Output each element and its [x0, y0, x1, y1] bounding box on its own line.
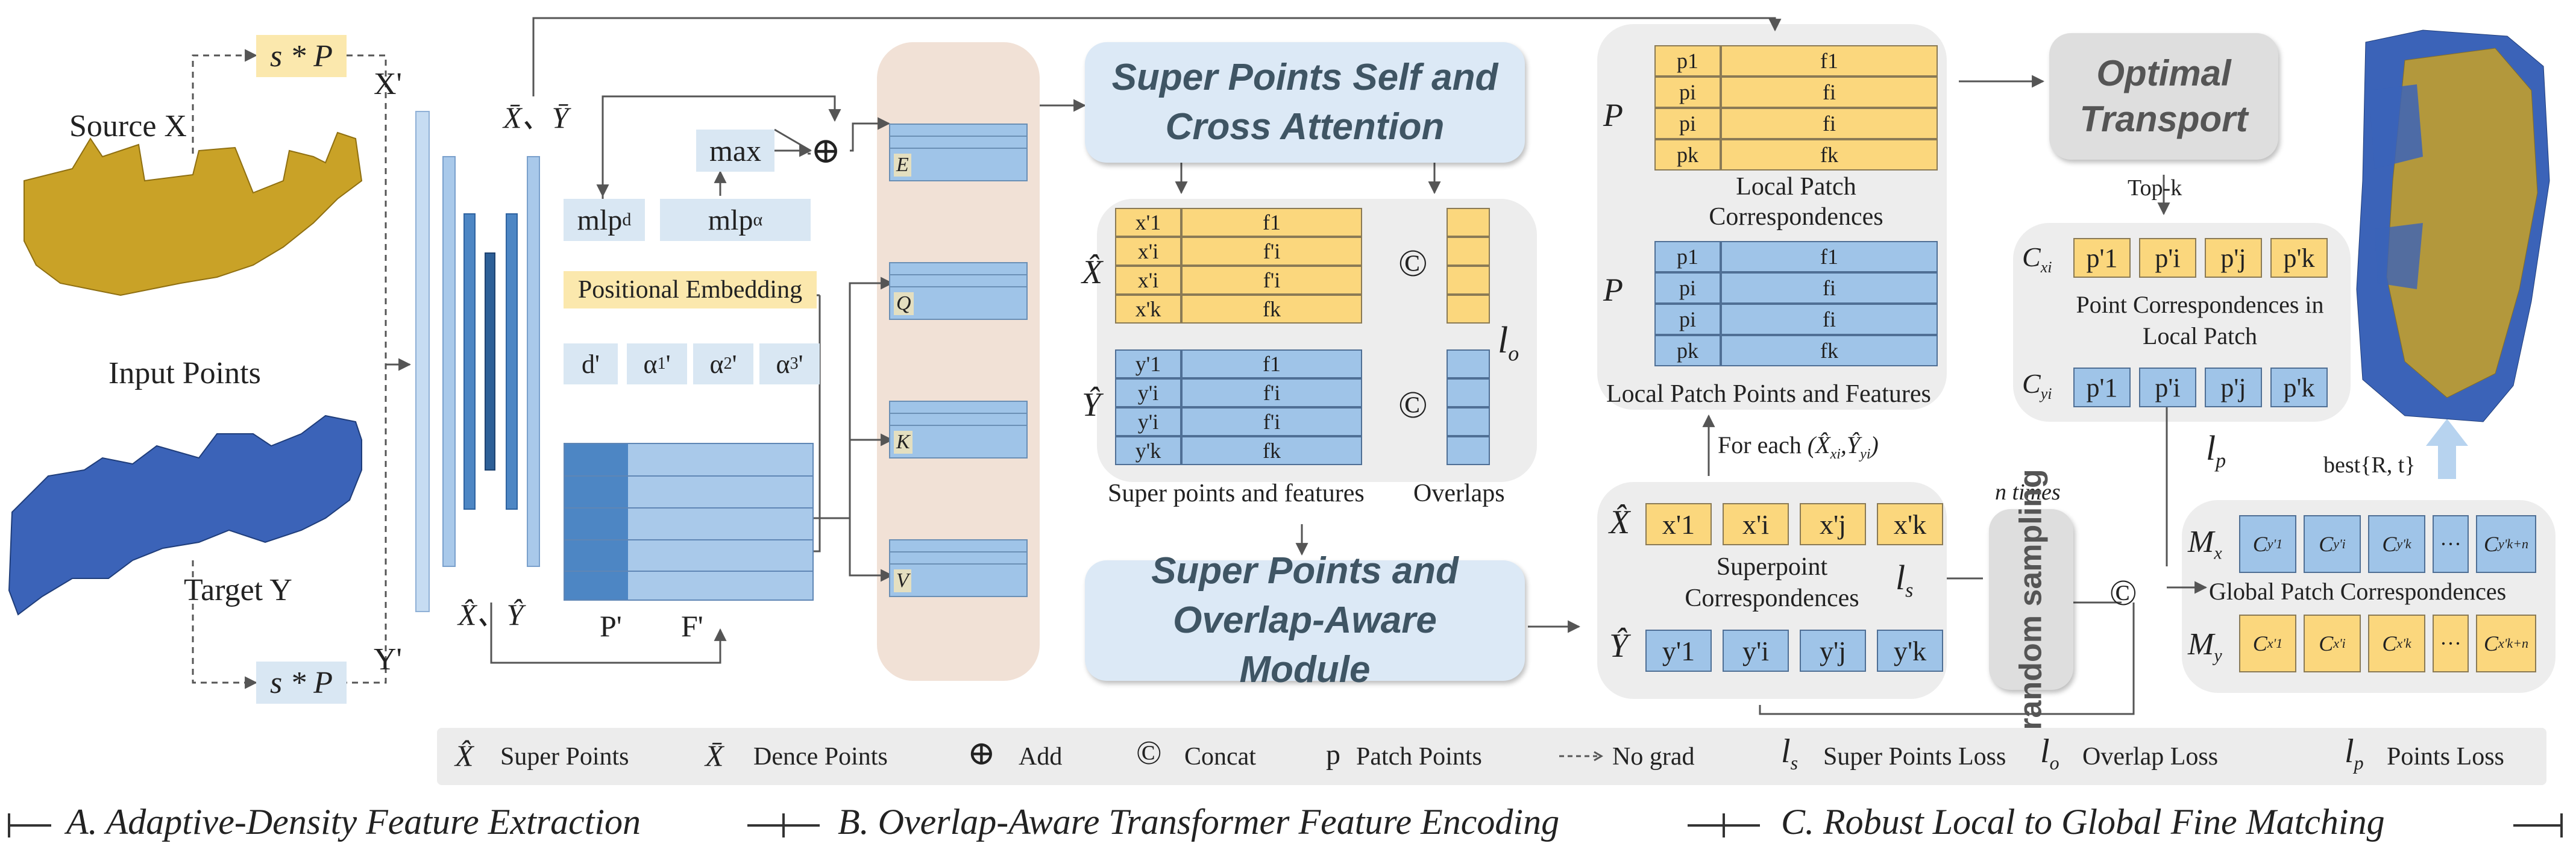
- legend-concat-symbol: ©: [1136, 734, 1162, 772]
- encoder-k: K: [889, 401, 1028, 459]
- legend-bar: [437, 728, 2546, 785]
- registered-point-cloud: [2356, 30, 2550, 422]
- input-points-label: Input Points: [108, 356, 261, 390]
- legend-add-symbol: ⊕: [967, 735, 996, 772]
- scale-p-top: s * P: [256, 35, 347, 77]
- stage-c-label: C. Robust Local to Global Fine Matching: [1781, 802, 2385, 842]
- random-sampling-box: random sampling: [1989, 469, 2073, 730]
- point-feature-block: [564, 443, 814, 601]
- target-label: Target Y: [184, 573, 292, 607]
- f-prime-label: F': [681, 609, 703, 643]
- legend-lo-symbol: lo: [2040, 733, 2059, 774]
- source-point-cloud: [24, 131, 363, 296]
- concat-symbol-y: ©: [1398, 383, 1428, 426]
- n-times-label: n times: [1995, 480, 2061, 505]
- overlap-x-column: [1447, 208, 1490, 324]
- super-points-caption: Super points and features: [1108, 480, 1365, 507]
- optimal-transport-box: Optimal Transport: [2049, 33, 2278, 160]
- legend-dense-points: Dence Points: [753, 743, 888, 771]
- x-prime-label: X': [374, 67, 402, 101]
- overlap-loss-symbol: lo: [1498, 320, 1519, 366]
- stage-a-label: A. Adaptive-Density Feature Extraction: [66, 802, 641, 842]
- d-prime-box: d': [564, 343, 618, 384]
- legend-lo-loss: Overlap Loss: [2082, 743, 2219, 771]
- y-hat-label: Ŷ: [1082, 386, 1101, 424]
- concat-symbol-x: ©: [1398, 242, 1428, 284]
- overlap-module-title-box: Super Points and Overlap-Aware Module: [1085, 550, 1525, 690]
- sp-x-hat: X̂: [1609, 504, 1630, 541]
- legend-concat: Concat: [1184, 743, 1256, 771]
- points-loss-symbol: lp: [2206, 428, 2226, 472]
- sp-y-hat: Ŷ: [1609, 627, 1629, 665]
- for-each-label: For each (X̂xi,Ŷyi): [1718, 431, 1879, 462]
- best-rt-label: best{R, t}: [2323, 452, 2416, 478]
- encoder-q: Q: [889, 262, 1028, 320]
- global-corr-caption: Global Patch Correspondences: [2209, 578, 2507, 605]
- encoder-v: V: [889, 539, 1028, 597]
- my-label: My: [2188, 627, 2222, 666]
- add-symbol: ⊕: [811, 131, 841, 171]
- pc-x-row: p'1 p'i p'j p'k: [2073, 238, 2328, 278]
- attention-title-box: Super Points Self and Cross Attention: [1085, 42, 1525, 163]
- local-patch-points-caption: Local Patch Points and Features: [1606, 380, 1931, 408]
- legend-no-grad: No grad: [1612, 743, 1695, 771]
- legend-ls-symbol: ls: [1781, 733, 1798, 774]
- stage-divider-lines: [8, 813, 2563, 837]
- legend-patch-points: Patch Points: [1356, 743, 1482, 771]
- encoder-e: E: [889, 124, 1028, 181]
- mx-label: Mx: [2188, 525, 2222, 563]
- source-label: Source X: [69, 109, 187, 143]
- target-point-cloud: [8, 415, 362, 616]
- legend-patch-symbol: p: [1326, 739, 1340, 771]
- pc-y-row: p'1 p'i p'j p'k: [2073, 368, 2328, 407]
- overlaps-caption: Overlaps: [1413, 480, 1505, 507]
- px-label: P: [1603, 97, 1623, 133]
- cx-label: Cxi: [2022, 242, 2052, 277]
- sp-y-row: y'1 y'i y'j y'k: [1645, 630, 1943, 672]
- top-k-label: Top-k: [2128, 175, 2182, 201]
- max-box: max: [696, 130, 774, 172]
- legend-ls-loss: Super Points Loss: [1823, 743, 2006, 771]
- legend-lp-loss: Points Loss: [2387, 743, 2504, 771]
- scale-p-bottom: s * P: [256, 662, 347, 704]
- legend-super-symbol: X̂: [455, 739, 474, 772]
- y-prime-label: Y': [374, 642, 402, 677]
- sp-x-row: x'1 x'i x'j x'k: [1645, 503, 1943, 545]
- point-corr-caption: Point Correspondences in Local Patch: [2076, 291, 2324, 349]
- local-patch-corr-caption: Local Patch Correspondences: [1709, 173, 1883, 231]
- legend-add: Add: [1019, 743, 1063, 771]
- legend-no-grad-arrow: [1559, 751, 1603, 762]
- positional-embedding-box: Positional Embedding: [564, 271, 817, 308]
- super-points-label: X̂、Ŷ: [458, 598, 524, 631]
- superpoint-loss-symbol: ls: [1896, 558, 1914, 602]
- superpoint-corr-caption: Superpoint Correspondences: [1685, 553, 1859, 612]
- p-prime-label: P': [600, 609, 622, 643]
- overlap-y-column: [1447, 349, 1490, 465]
- py-label: P: [1603, 272, 1623, 308]
- concat-symbol-global: ©: [2109, 573, 2137, 613]
- legend-lp-symbol: lp: [2345, 733, 2364, 774]
- dense-points-label: X̄、Ȳ: [503, 101, 569, 134]
- legend-dense-symbol: X̄: [705, 739, 724, 772]
- legend-super-points: Super Points: [500, 743, 629, 771]
- x-hat-label: X̂: [1082, 254, 1103, 291]
- stage-b-label: B. Overlap-Aware Transformer Feature Enc…: [838, 802, 1560, 842]
- cy-label: Cyi: [2022, 368, 2052, 403]
